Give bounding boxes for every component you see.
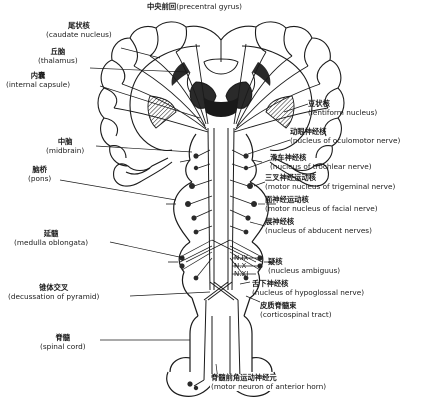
oculomotor-zh: 动眼神经核: [290, 127, 327, 136]
hypoglossal-zh: 舌下神经核: [252, 279, 289, 288]
trochlear-en: (nucleus of trochlear nerve): [270, 161, 372, 171]
trochlear-zh: 滑车神经核: [270, 153, 307, 162]
label-internal-capsule: 内囊 (internal capsule): [6, 71, 71, 89]
label-facial-motor-nucleus: 面神经运动核 (motor nucleus of facial nerve): [265, 195, 378, 213]
label-oculomotor-nucleus: 动眼神经核 (nucleus of oculomotor nerve): [290, 127, 401, 145]
cranial-nuclei: [179, 153, 263, 281]
lentiform-nucleus-shapes: [147, 95, 295, 129]
thalamus-en: (thalamus): [38, 55, 78, 65]
anterior-horn-zh: 脊髓前角运动神经元: [211, 373, 277, 382]
cerebrum: [97, 21, 345, 172]
pons-zh: 脑桥: [32, 165, 47, 174]
spinal-cord-zh: 脊髓: [55, 333, 71, 342]
spinal-cord-en: (spinal cord): [40, 341, 86, 351]
label-midbrain: 中脑 (midbrain): [46, 137, 85, 155]
cortical-fibers: [113, 43, 329, 133]
label-n-x: N.X: [234, 262, 247, 270]
medulla-en: (medulla oblongata): [14, 237, 89, 247]
thalamus-shapes: [189, 81, 253, 117]
leader-lines: [59, 47, 309, 381]
corticospinal-en: (corticospinal tract): [260, 309, 332, 319]
label-abducent-nucleus: 展神经核 (nucleus of abducent nerves): [265, 217, 372, 235]
trigeminal-en: (motor nucleus of trigeminal nerve): [265, 181, 396, 191]
descending-tracts: [203, 127, 239, 301]
corticospinal-zh: 皮质脊髓束: [260, 301, 297, 310]
pons-en: (pons): [28, 173, 52, 183]
lentiform-zh: 豆状核: [308, 99, 330, 108]
trigeminal-zh: 三叉神经运动核: [265, 173, 317, 182]
label-n-ix: N.IX: [234, 254, 249, 262]
brainstem-outline: [173, 133, 269, 317]
label-lentiform-nucleus: 豆状核 (lentiform nucleus): [308, 99, 378, 117]
decussation-zh: 锥体交叉: [39, 283, 69, 292]
label-caudate-nucleus: 尾状核 (caudate nucleus): [46, 21, 112, 39]
facial-zh: 面神经运动核: [265, 195, 309, 204]
label-precentral-gyrus: 中央前回(precentral gyrus): [147, 2, 243, 12]
caudate-en: (caudate nucleus): [46, 29, 112, 39]
label-anterior-horn-motor-neuron: 脊髓前角运动神经元 (motor neuron of anterior horn…: [210, 373, 328, 392]
midbrain-zh: 中脑: [57, 137, 73, 146]
caudate-zh: 尾状核: [67, 21, 90, 30]
label-medulla-oblongata: 延髓 (medulla oblongata): [14, 229, 89, 247]
label-hypoglossal-nucleus: 舌下神经核 (nucleus of hypoglossal nerve): [252, 279, 365, 297]
precentral-zh: 中央前回: [147, 2, 177, 11]
medulla-zh: 延髓: [43, 229, 59, 238]
corticobulbar-fibers: [179, 149, 263, 279]
label-thalamus: 丘脑 (thalamus): [38, 47, 78, 65]
ambiguus-en: (nucleus ambiguus): [268, 265, 341, 275]
precentral-en: (precentral gyrus): [176, 2, 243, 11]
hypoglossal-en: (nucleus of hypoglossal nerve): [252, 287, 365, 297]
abducent-en: (nucleus of abducent nerves): [265, 225, 372, 235]
lentiform-en: (lentiform nucleus): [308, 107, 378, 117]
decussation-en: (decussation of pyramid): [8, 291, 100, 301]
label-spinal-cord: 脊髓 (spinal cord): [40, 333, 86, 351]
label-n-xi: N.XI: [234, 270, 249, 278]
thalamus-zh: 丘脑: [50, 47, 66, 56]
facial-en: (motor nucleus of facial nerve): [265, 203, 378, 213]
label-trigeminal-motor-nucleus: 三叉神经运动核 (motor nucleus of trigeminal ner…: [265, 173, 396, 191]
label-pons: 脑桥 (pons): [28, 165, 52, 183]
cranial-nerve-roots: [166, 159, 276, 263]
ambiguus-zh: 疑核: [268, 257, 283, 266]
label-nucleus-ambiguus: 疑核 (nucleus ambiguus): [268, 257, 341, 275]
label-corticospinal-tract: 皮质脊髓束 (corticospinal tract): [260, 301, 332, 319]
label-trochlear-nucleus: 滑车神经核 (nucleus of trochlear nerve): [270, 153, 372, 171]
oculomotor-en: (nucleus of oculomotor nerve): [290, 135, 401, 145]
internal-capsule-zh: 内囊: [30, 71, 46, 80]
anterior-horn-en: (motor neuron of anterior horn): [211, 381, 327, 391]
abducent-zh: 展神经核: [265, 217, 295, 226]
temporal-lobes: [113, 161, 329, 187]
midbrain-en: (midbrain): [46, 145, 85, 155]
internal-capsule-en: (internal capsule): [6, 79, 71, 89]
label-decussation-of-pyramid: 锥体交叉 (decussation of pyramid): [8, 283, 100, 301]
